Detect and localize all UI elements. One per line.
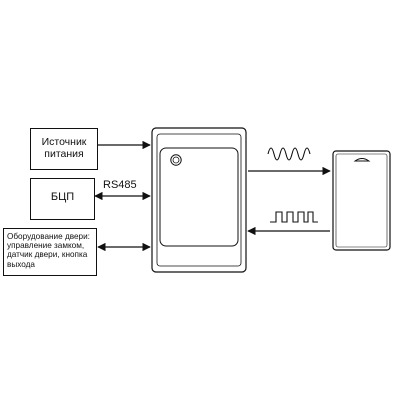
reader-inner-frame [156,133,242,267]
reader-front-panel [159,147,239,247]
reader-device [151,127,247,273]
reader-led-core [172,156,180,164]
card-body [332,150,391,251]
power-supply-box: Источник питания [30,128,98,170]
card-slot-icon [353,158,371,162]
door-equipment-box: Оборудование двери: управление замком, д… [3,228,97,276]
bcp-label: БЦП [50,191,75,203]
power-supply-label: Источник питания [41,136,87,161]
proximity-card [332,150,391,251]
pulse-train-icon [270,211,318,223]
door-equipment-label: Оборудование двери: управление замком, д… [7,232,90,269]
sine-wave-icon [267,147,311,161]
bcp-box: БЦП [30,178,95,220]
reader-led-icon [170,154,182,166]
card-inner-edge [335,153,388,248]
rs485-label: RS485 [103,179,137,191]
